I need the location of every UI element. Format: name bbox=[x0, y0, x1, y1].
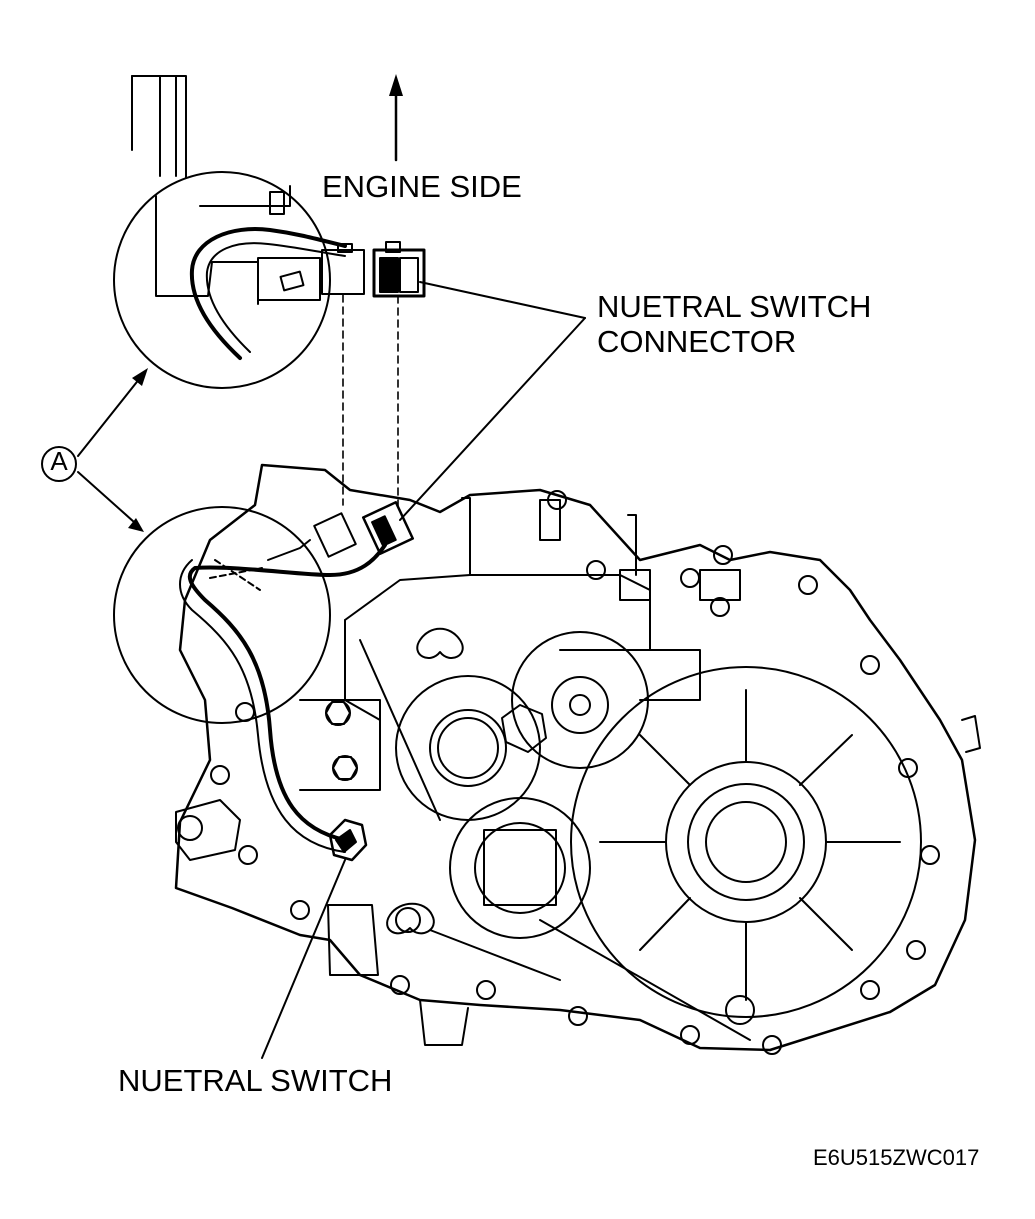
connector-leaders bbox=[399, 281, 586, 521]
neutral-switch-label: NUETRAL SWITCH bbox=[118, 1063, 393, 1098]
neutral-switch-leader bbox=[261, 859, 346, 1059]
callout-a-label: A bbox=[50, 446, 68, 476]
engine-side-label: ENGINE SIDE bbox=[322, 169, 522, 204]
neutral-switch-connector-label: NUETRAL SWITCH CONNECTOR bbox=[597, 289, 872, 359]
engine-side-arrow bbox=[389, 74, 403, 162]
bolts bbox=[210, 490, 940, 1055]
projection-lines bbox=[342, 294, 399, 511]
neutral-switch-connector-label-line2: CONNECTOR bbox=[597, 323, 797, 359]
detail-circle-upper bbox=[113, 75, 426, 389]
wire-harness bbox=[179, 501, 415, 862]
housing-details bbox=[299, 497, 922, 1041]
neutral-switch-connector-label-line1: NUETRAL SWITCH bbox=[597, 289, 872, 324]
transaxle-housing bbox=[174, 463, 981, 1052]
detail-circle-lower bbox=[113, 506, 331, 724]
callout-a bbox=[41, 368, 148, 532]
figure-code: E6U515ZWC017 bbox=[813, 1145, 980, 1170]
